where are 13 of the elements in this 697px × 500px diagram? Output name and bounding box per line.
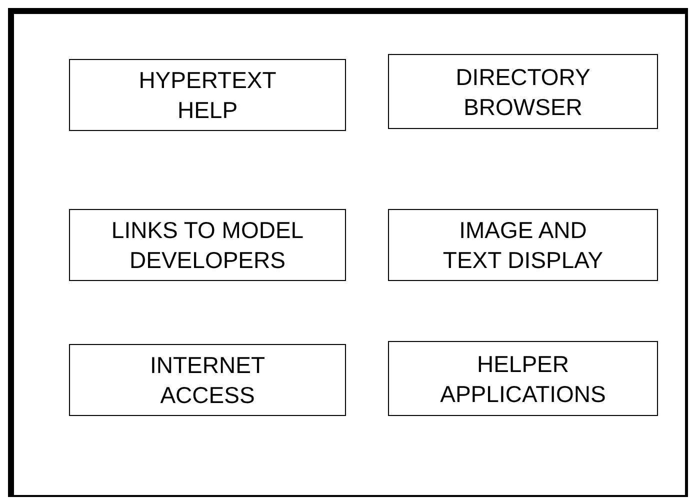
box-label: HELPER APPLICATIONS	[439, 350, 607, 408]
label-box	[388, 341, 658, 416]
box-label: IMAGE AND TEXT DISPLAY	[442, 216, 604, 275]
box-label: HYPERTEXT HELP	[138, 66, 278, 125]
label-box	[388, 54, 658, 129]
label-box	[69, 59, 346, 131]
box-label: DIRECTORY BROWSER	[454, 62, 592, 122]
frame-box	[8, 8, 688, 497]
label-box	[69, 209, 346, 281]
label-box	[388, 209, 658, 281]
box-label: LINKS TO MODEL DEVELOPERS	[110, 216, 305, 275]
label-box	[69, 344, 346, 416]
box-label: INTERNET ACCESS	[149, 351, 266, 410]
